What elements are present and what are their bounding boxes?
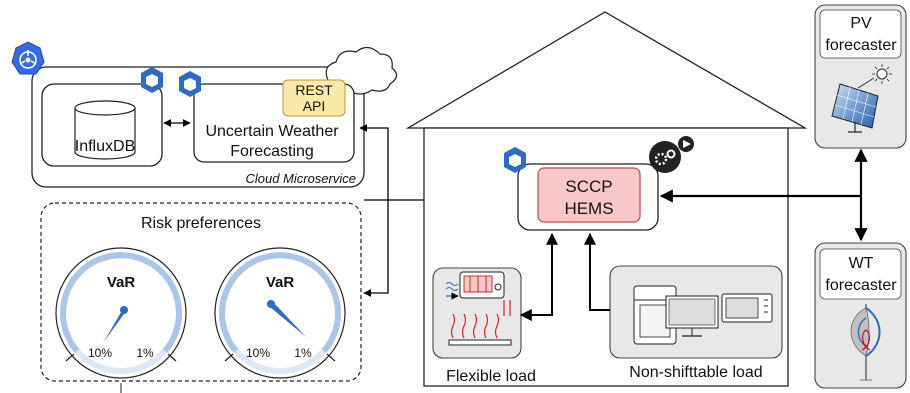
- risk-preferences-group: Risk preferences VaR 10% 1% VaR 10% 1%: [40, 202, 362, 393]
- gauge-needle: [270, 303, 306, 337]
- flexible-hems-arrow: [519, 232, 558, 321]
- flexible-load-label: Flexible load: [446, 368, 536, 385]
- forecaster-hems-connector: [659, 148, 868, 242]
- cloud-microservice-group: InfluxDB REST API Uncertain Weather Fore…: [11, 41, 398, 188]
- risk-preferences-title: Risk preferences: [141, 215, 261, 232]
- wind-turbine-icon: [850, 304, 881, 381]
- house-roof: [405, 11, 808, 129]
- container-cube-icon: [141, 67, 163, 93]
- appliances-icon: [633, 285, 773, 345]
- wt-forecaster-line2: forecaster: [825, 277, 897, 294]
- gear-play-icon: [649, 136, 694, 173]
- pv-forecaster-line2: forecaster: [825, 37, 897, 54]
- gauge-needle: [103, 309, 126, 343]
- pv-forecaster-group: PV forecaster: [814, 4, 907, 149]
- nonshift-load-label: Non-shifttable load: [629, 364, 762, 381]
- container-cube-icon: [504, 147, 526, 173]
- wt-forecaster-group: WT forecaster: [814, 242, 907, 389]
- gauge-var-label: VaR: [266, 274, 295, 291]
- gauge-var-label: VaR: [107, 274, 136, 291]
- hems-core: [537, 167, 641, 223]
- rest-api-line2: API: [303, 98, 326, 114]
- cloud-microservice-label: Cloud Microservice: [245, 171, 356, 186]
- database-icon: [74, 100, 136, 160]
- forecasting-line1: Uncertain Weather: [205, 123, 339, 140]
- hems-line2: HEMS: [564, 199, 613, 218]
- gauge-high-label: 1%: [136, 346, 154, 360]
- var-gauge: VaR 10% 1%: [214, 247, 346, 379]
- influxdb-label: InfluxDB: [75, 138, 135, 155]
- pv-forecaster-line1: PV: [850, 15, 872, 32]
- var-gauge: VaR 10% 1%: [55, 247, 187, 379]
- container-cube-icon: [179, 71, 201, 97]
- kubernetes-icon: [11, 41, 45, 75]
- wt-forecaster-line1: WT: [849, 255, 874, 272]
- gauge-low-label: 10%: [246, 346, 270, 360]
- rest-api-badge: [282, 79, 346, 117]
- rest-api-line1: REST: [295, 82, 333, 98]
- solar-panel-icon: [831, 64, 892, 133]
- nonshift-hems-arrow: [584, 232, 610, 311]
- forecasting-line2: Forecasting: [230, 143, 314, 160]
- house-group: SCCP HEMS Flexible load: [405, 11, 808, 387]
- gauge-low-label: 10%: [88, 346, 112, 360]
- heater-icon: [445, 271, 512, 346]
- gauge-high-label: 1%: [294, 346, 312, 360]
- hems-line1: SCCP: [565, 177, 612, 196]
